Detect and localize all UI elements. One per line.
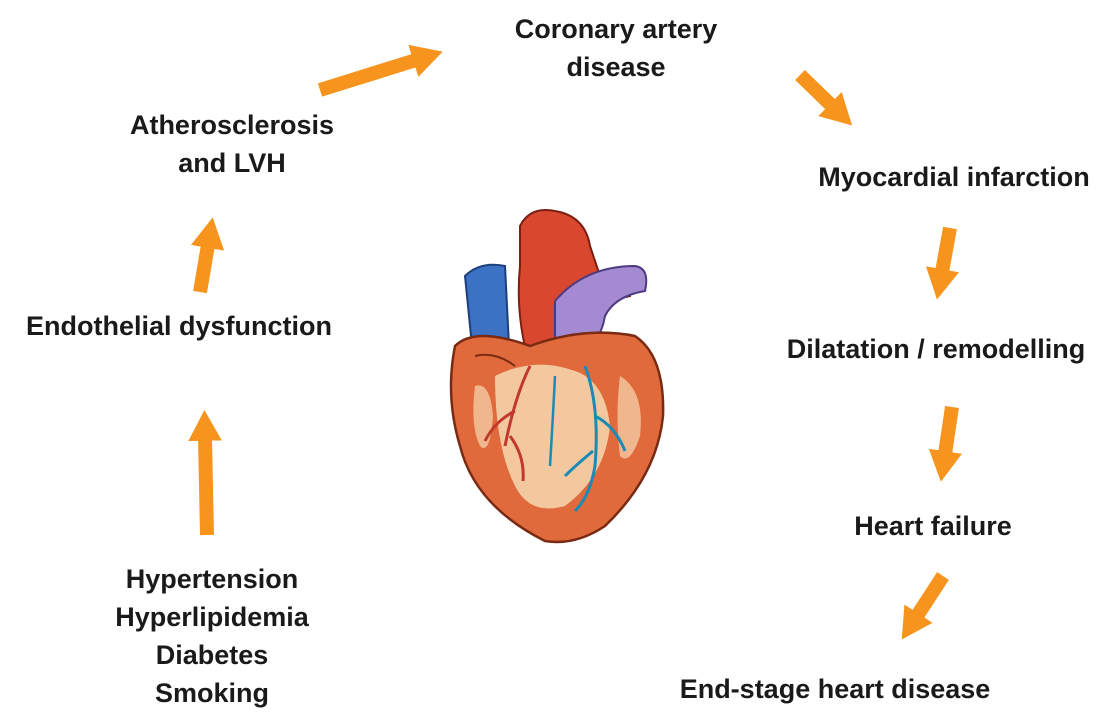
node-line: Dilatation / remodelling	[766, 330, 1106, 368]
node-dilatation-remodelling: Dilatation / remodelling	[766, 330, 1106, 368]
node-endothelial-dysfunction: Endothelial dysfunction	[4, 307, 354, 345]
arrow-failure-to-endstage	[917, 576, 943, 616]
node-myocardial-infarction: Myocardial infarction	[804, 158, 1104, 196]
heart-icon	[435, 206, 675, 546]
node-line: Smoking	[92, 674, 332, 712]
node-line: Heart failure	[828, 507, 1038, 545]
node-line: End-stage heart disease	[660, 670, 1010, 708]
node-line: Myocardial infarction	[804, 158, 1104, 196]
node-atherosclerosis-lvh: Atherosclerosis and LVH	[112, 106, 352, 182]
arrow-dilatation-to-failure	[945, 407, 952, 454]
arrow-athero-to-coronary	[320, 60, 416, 90]
node-coronary-artery-disease: Coronary artery disease	[496, 10, 736, 86]
arrow-endothelial-to-athero	[200, 245, 208, 292]
node-line: Coronary artery	[496, 10, 736, 48]
arrow-coronary-to-mi	[800, 75, 832, 106]
node-line: Hypertension	[92, 560, 332, 598]
node-line: Hyperlipidemia	[92, 598, 332, 636]
node-line: and LVH	[112, 144, 352, 182]
node-end-stage-heart-disease: End-stage heart disease	[660, 670, 1010, 708]
node-line: disease	[496, 48, 736, 86]
node-line: Endothelial dysfunction	[4, 307, 354, 345]
arrow-mi-to-dilatation	[942, 228, 950, 272]
node-risk-factors: Hypertension Hyperlipidemia Diabetes Smo…	[92, 560, 332, 712]
arrow-risk-to-endothelial	[205, 438, 207, 535]
node-line: Atherosclerosis	[112, 106, 352, 144]
node-heart-failure: Heart failure	[828, 507, 1038, 545]
node-line: Diabetes	[92, 636, 332, 674]
